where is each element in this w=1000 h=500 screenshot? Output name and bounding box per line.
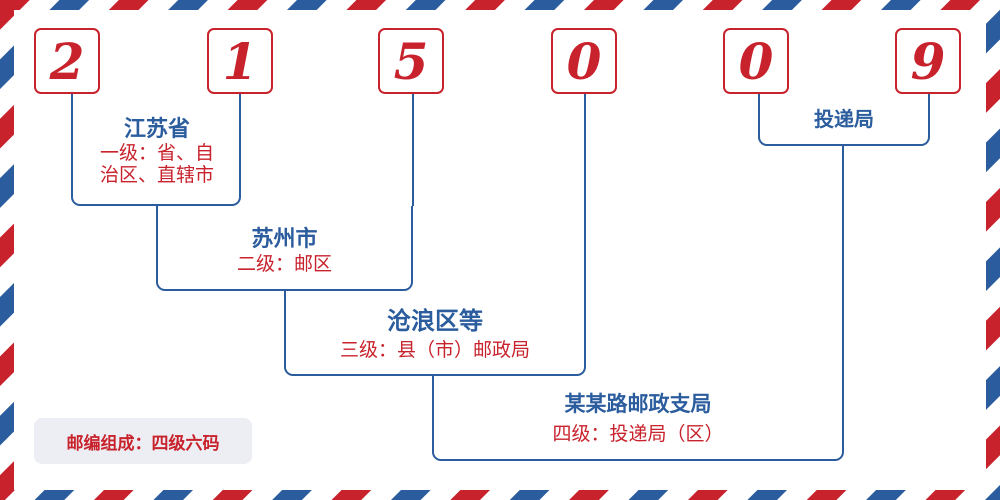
bracket-level-2 [156, 206, 413, 291]
postcode-digit-1: 2 [34, 28, 100, 94]
level-2-label: 苏州市 二级：邮区 [156, 226, 413, 276]
connector-digit-4 [584, 94, 586, 291]
postcode-digit-5: 0 [723, 28, 789, 94]
level-3-desc: 三级：县（市）邮政局 [339, 339, 530, 361]
bracket-level-3 [284, 291, 586, 376]
bracket-level-4 [432, 376, 844, 461]
level-1-desc-line2: 治区、直辖市 [99, 165, 214, 187]
composition-badge: 邮编组成：四级六码 [34, 418, 252, 464]
level-1-title: 江苏省 [123, 116, 190, 141]
level-4-title: 某某路邮政支局 [564, 392, 712, 416]
delivery-office-label: 投递局 [758, 109, 930, 132]
bracket-digits-5-6 [758, 94, 930, 146]
postcode-digit-2: 1 [207, 28, 273, 94]
level-4-desc: 四级：投递局（区） [552, 424, 724, 446]
connector-digit-3 [412, 94, 414, 206]
connector-delivery [842, 146, 844, 376]
bracket-level-1 [71, 94, 241, 206]
level-1-label: 江苏省 一级：省、自 治区、直辖市 [72, 116, 242, 187]
delivery-office-title: 投递局 [814, 109, 874, 131]
level-2-desc: 二级：邮区 [236, 254, 332, 276]
level-2-title: 苏州市 [251, 226, 318, 251]
postcode-digit-3: 5 [378, 28, 444, 94]
level-3-label: 沧浪区等 三级：县（市）邮政局 [284, 309, 586, 361]
level-1-desc-line1: 一级：省、自 [99, 143, 214, 165]
postcode-digit-4: 0 [551, 28, 617, 94]
postcode-digit-6: 9 [895, 28, 961, 94]
level-3-title: 沧浪区等 [387, 309, 483, 335]
bracket-spacer [284, 94, 414, 96]
level-4-label: 某某路邮政支局 四级：投递局（区） [432, 392, 844, 446]
